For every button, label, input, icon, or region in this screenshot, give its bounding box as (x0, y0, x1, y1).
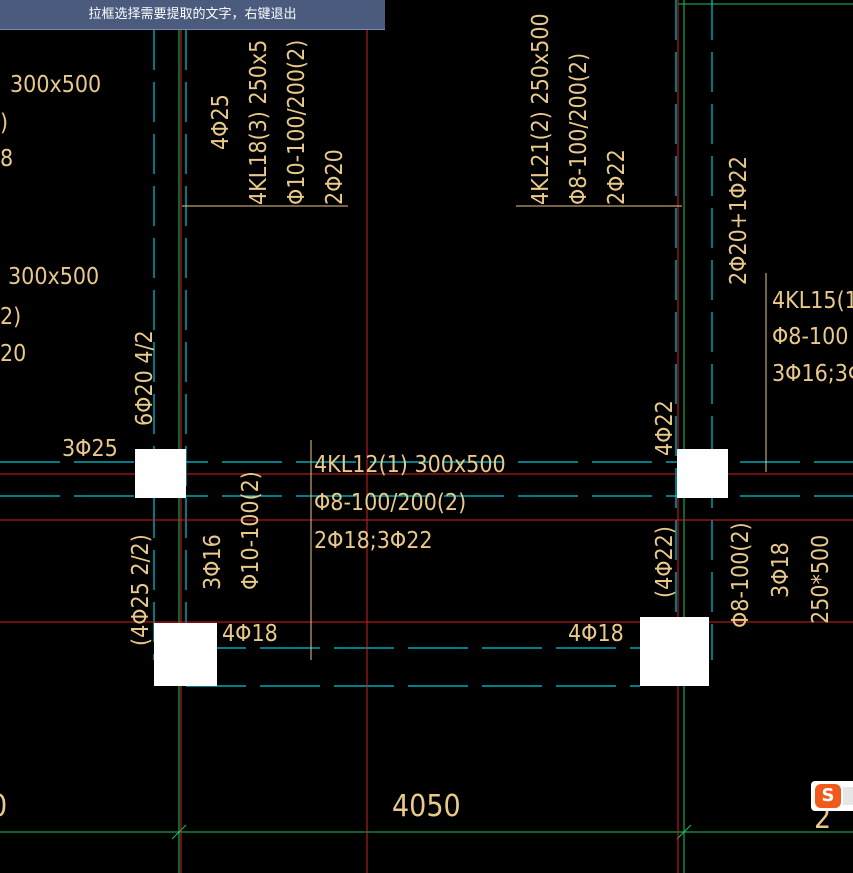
label-rebar-kl15: 3Φ16;3Φ (772, 361, 853, 387)
label-rebar-4d18-left: 4Φ18 (222, 621, 278, 647)
label-left-2: 8 (0, 146, 13, 172)
label-left-4: 20 (0, 341, 26, 367)
label-rebar-kl12: 2Φ18;3Φ22 (314, 528, 433, 554)
label-rebar-4d25: 4Φ25 (208, 94, 234, 150)
label-stirrup-kl21: Φ8-100/200(2) (566, 53, 592, 205)
ime-toolbar-edge (843, 787, 853, 805)
label-rebar-4d18-right: 4Φ18 (568, 621, 624, 647)
label-stirrup-kl18: Φ10-100/200(2) (284, 40, 310, 205)
dimension-left-partial: 0 (0, 789, 7, 824)
selection-hint-text: 拉框选择需要提取的文字，右键退出 (88, 7, 297, 22)
label-stirrup-kl12: Φ8-100/200(2) (314, 490, 466, 516)
label-left-1: ) (0, 110, 8, 136)
label-rebar-2d20-1d22: 2Φ20+1Φ22 (726, 156, 752, 285)
label-rebar-3d25: 3Φ25 (62, 436, 118, 462)
sogou-ime-icon[interactable]: S (815, 784, 841, 808)
label-rebar-4d22-bottom: (4Φ22) (652, 526, 678, 598)
label-rebar-2d20: 2Φ20 (322, 149, 348, 205)
label-rebar-2d22: 2Φ22 (604, 149, 630, 205)
dimension-4050: 4050 (392, 789, 461, 824)
label-stirrup-kl15: Φ8-100 (772, 324, 848, 350)
label-beam-size-2: 300x500 (8, 264, 99, 290)
label-beam-size-1: 300x500 (10, 72, 101, 98)
label-rebar-3d16: 3Φ16 (200, 534, 226, 590)
label-stirrup-8-100: Φ8-100(2) (728, 522, 754, 628)
label-rebar-6d20: 6Φ20 4/2 (132, 330, 158, 426)
leader-lines (182, 205, 767, 660)
label-beam-kl21: 4KL21(2) 250x500 (528, 13, 554, 205)
label-beam-size-250x500: 250*500 (808, 535, 834, 624)
selection-hint-banner: 拉框选择需要提取的文字，右键退出 (0, 0, 385, 30)
label-rebar-4d22: 4Φ22 (652, 400, 678, 456)
ime-status-widget[interactable]: S (811, 781, 853, 811)
label-beam-kl15: 4KL15(1 (772, 288, 853, 314)
drawing-labels: 300x500 ) 8 300x500 2) 20 4Φ25 4KL18(3) … (0, 13, 853, 836)
label-left-3: 2) (0, 304, 21, 330)
label-rebar-4d25-bottom: (4Φ25 2/2) (128, 534, 154, 646)
label-stirrup-10-100: Φ10-100(2) (238, 471, 264, 590)
label-rebar-3d18: 3Φ18 (768, 542, 794, 598)
label-beam-kl12: 4KL12(1) 300x500 (314, 452, 506, 478)
columns (135, 449, 728, 686)
label-beam-kl18: 4KL18(3) 250x5 (246, 40, 272, 205)
